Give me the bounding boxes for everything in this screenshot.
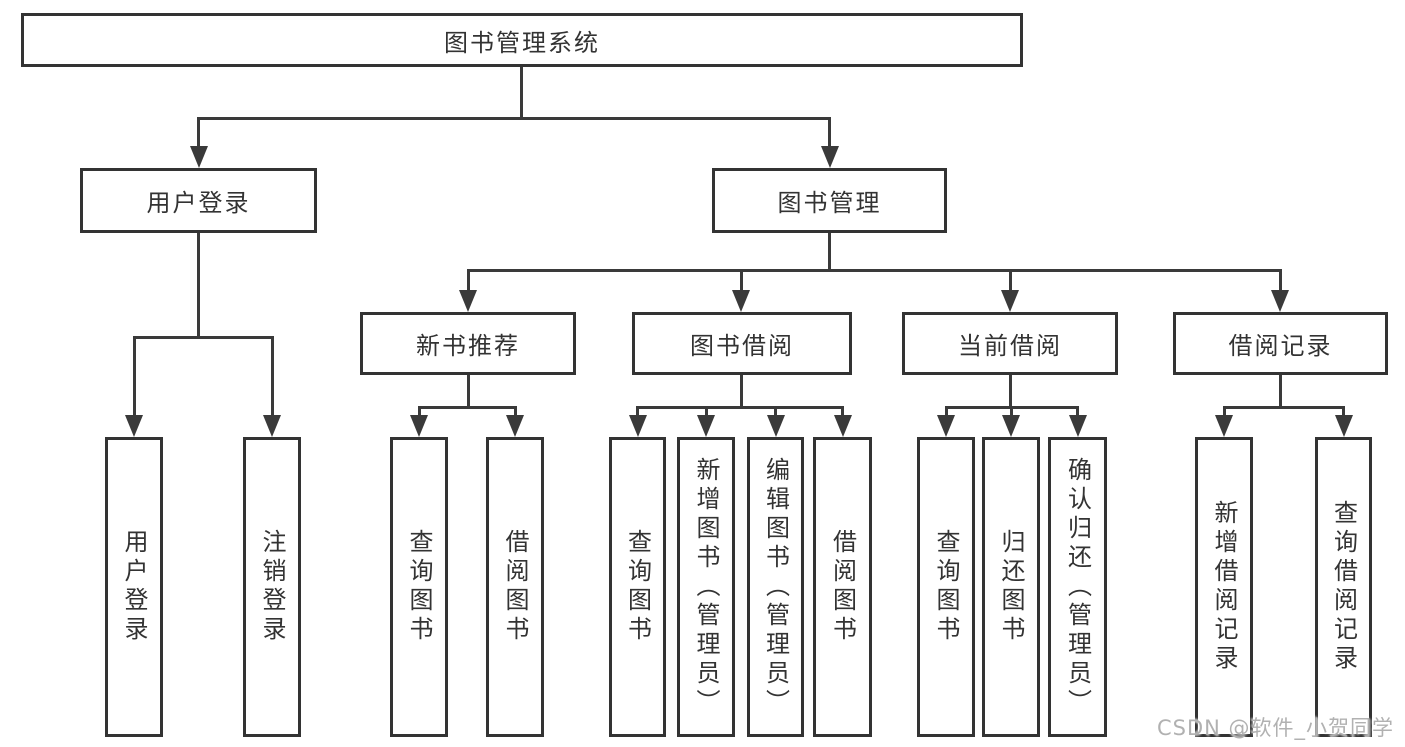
connector-line: [1279, 269, 1282, 294]
arrow-down-icon: [1002, 415, 1020, 437]
node-label: 查询图书: [405, 529, 433, 645]
node-label: 用户登录: [146, 189, 251, 217]
arrow-down-icon: [697, 415, 715, 437]
arrow-down-icon: [937, 415, 955, 437]
arrow-down-icon: [263, 415, 281, 437]
node-label: 查询借阅记录: [1329, 500, 1358, 674]
connector-line: [1279, 373, 1282, 409]
connector-line: [197, 117, 831, 120]
connector-line: [467, 269, 1281, 272]
leaf-query-book-borrowing: 查询图书: [609, 437, 666, 737]
leaf-query-book-current: 查询图书: [917, 437, 975, 737]
connector-line: [1010, 406, 1013, 418]
node-label: 归还图书: [997, 529, 1025, 645]
connector-line: [774, 406, 777, 418]
connector-line: [467, 269, 470, 294]
node-label: 新增借阅记录: [1210, 500, 1238, 674]
connector-line: [828, 117, 831, 150]
connector-line: [1342, 406, 1345, 418]
node-label: 借阅图书: [501, 529, 529, 645]
arrow-down-icon: [125, 415, 143, 437]
arrow-down-icon: [1215, 415, 1233, 437]
connector-line: [1076, 406, 1079, 418]
node-label: 新书推荐: [416, 332, 520, 360]
connector-line: [705, 406, 708, 418]
leaf-borrow-book-recommend: 借阅图书: [486, 437, 544, 737]
node-new-book-recommendation: 新书推荐: [360, 312, 576, 375]
connector-line: [514, 406, 517, 418]
leaf-query-book-recommend: 查询图书: [390, 437, 448, 737]
node-label: 确认归还（管理员）: [1063, 456, 1092, 718]
arrow-down-icon: [410, 415, 428, 437]
connector-line: [271, 336, 274, 417]
node-current-borrowing: 当前借阅: [902, 312, 1118, 375]
node-library-management-system: 图书管理系统: [21, 13, 1023, 67]
connector-line: [740, 373, 743, 409]
connector-line: [1009, 373, 1012, 409]
connector-line: [636, 406, 844, 409]
arrow-down-icon: [629, 415, 647, 437]
node-label: 编辑图书（管理员）: [761, 456, 790, 718]
arrow-down-icon: [1335, 415, 1353, 437]
node-label: 查询图书: [623, 529, 652, 645]
arrow-down-icon: [732, 290, 750, 312]
connector-line: [636, 406, 639, 418]
connector-line: [520, 64, 523, 120]
leaf-confirm-return-admin: 确认归还（管理员）: [1048, 437, 1107, 737]
leaf-edit-book-admin: 编辑图书（管理员）: [747, 437, 804, 737]
connector-line: [841, 406, 844, 418]
connector-line: [133, 336, 274, 339]
connector-line: [1223, 406, 1226, 418]
node-book-management: 图书管理: [712, 168, 947, 233]
connector-line: [197, 117, 200, 150]
leaf-query-borrow-record: 查询借阅记录: [1315, 437, 1372, 737]
connector-line: [740, 269, 743, 294]
leaf-borrow-book-borrowing: 借阅图书: [813, 437, 872, 737]
leaf-logout: 注销登录: [243, 437, 301, 737]
connector-line: [197, 231, 200, 339]
arrow-down-icon: [767, 415, 785, 437]
leaf-add-book-admin: 新增图书（管理员）: [677, 437, 735, 737]
node-label: 用户登录: [120, 529, 148, 645]
node-label: 当前借阅: [958, 332, 1062, 360]
arrow-down-icon: [834, 415, 852, 437]
connector-line: [1223, 406, 1344, 409]
node-label: 图书管理: [777, 189, 882, 217]
node-label: 查询图书: [932, 529, 960, 645]
node-user-login: 用户登录: [80, 168, 317, 233]
connector-line: [828, 231, 831, 272]
connector-line: [133, 336, 136, 417]
node-label: 注销登录: [258, 529, 286, 645]
arrow-down-icon: [821, 146, 839, 168]
connector-line: [418, 406, 516, 409]
arrow-down-icon: [1271, 290, 1289, 312]
node-label: 图书管理系统: [444, 28, 600, 57]
arrow-down-icon: [1001, 290, 1019, 312]
node-book-borrowing: 图书借阅: [632, 312, 852, 375]
node-label: 新增图书（管理员）: [692, 456, 720, 718]
node-label: 借阅记录: [1228, 332, 1333, 360]
connector-line: [418, 406, 421, 418]
arrow-down-icon: [190, 146, 208, 168]
node-label: 图书借阅: [690, 332, 794, 360]
leaf-return-book: 归还图书: [982, 437, 1040, 737]
arrow-down-icon: [506, 415, 524, 437]
arrow-down-icon: [459, 290, 477, 312]
leaf-add-borrow-record: 新增借阅记录: [1195, 437, 1253, 737]
arrow-down-icon: [1069, 415, 1087, 437]
connector-line: [945, 406, 948, 418]
connector-line: [467, 373, 470, 409]
connector-line: [1009, 269, 1012, 294]
node-label: 借阅图书: [828, 529, 857, 645]
watermark: CSDN @软件_小贺同学: [1157, 716, 1395, 740]
leaf-user-login: 用户登录: [105, 437, 163, 737]
node-borrowing-records: 借阅记录: [1173, 312, 1388, 375]
